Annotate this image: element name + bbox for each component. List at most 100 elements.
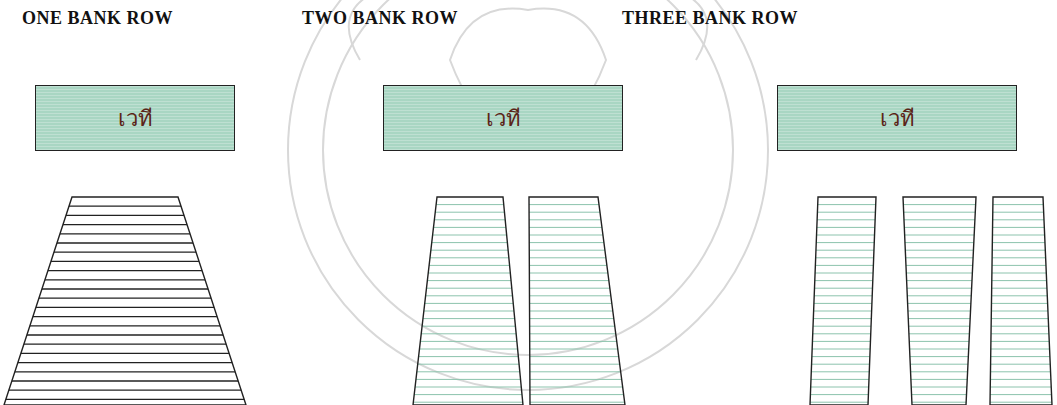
seat-row [529, 280, 608, 281]
seat-row [813, 318, 871, 319]
stage-box: เวที [35, 85, 235, 151]
seat-row [991, 356, 1050, 357]
seating-outline [413, 197, 523, 405]
seat-row [906, 257, 973, 258]
seat-row [990, 379, 1051, 380]
seat-row [814, 288, 872, 289]
seat-row [991, 311, 1048, 312]
seat-row [992, 265, 1046, 266]
seat-row [426, 295, 513, 296]
seat-row [904, 227, 974, 228]
seat-row [529, 295, 610, 296]
seat-row [910, 364, 968, 365]
seat-row [529, 242, 604, 243]
seat-row [813, 326, 871, 327]
seat-row [904, 219, 975, 220]
seat-row [529, 257, 606, 258]
seat-row [6, 399, 244, 400]
seat-row [816, 257, 874, 258]
seat-row [905, 250, 973, 251]
seat-row [910, 356, 968, 357]
seat-row [811, 387, 869, 388]
seat-row [907, 295, 971, 296]
seat-row [990, 387, 1051, 388]
seat-row [815, 265, 873, 266]
seat-row [12, 380, 238, 381]
seat-row [992, 235, 1044, 236]
seat-row [66, 215, 184, 216]
seat-row [529, 212, 600, 213]
seat-row [907, 280, 972, 281]
seat-row [811, 379, 869, 380]
stage-label: เวที [486, 101, 521, 136]
column-heading: TWO BANK ROW [302, 8, 458, 29]
seat-row [530, 303, 612, 304]
seat-row [54, 252, 196, 253]
seat-row [530, 394, 624, 395]
seat-row [422, 326, 515, 327]
seat-row [816, 250, 874, 251]
seat-row [431, 250, 508, 251]
seat-row [57, 242, 193, 243]
seat-row [993, 227, 1045, 228]
seat-row [419, 356, 519, 357]
seat-row [27, 334, 223, 335]
seat-row [24, 344, 226, 345]
seat-row [991, 349, 1050, 350]
seat-row [912, 402, 966, 403]
seat-row [426, 288, 511, 289]
seat-row [811, 371, 869, 372]
seat-row [530, 349, 618, 350]
seat-row [814, 295, 872, 296]
seat-row [414, 394, 522, 395]
seat-row [51, 261, 199, 262]
seat-row [420, 341, 517, 342]
seat-row [818, 204, 876, 205]
stage-label: เวที [880, 101, 915, 136]
seat-row [993, 219, 1044, 220]
seat-row [9, 390, 241, 391]
seat-row [992, 250, 1045, 251]
seating-bank [413, 197, 523, 405]
seat-row [910, 349, 969, 350]
seat-row [530, 387, 623, 388]
seat-row [530, 356, 619, 357]
seating-outline [4, 197, 246, 405]
seat-row [530, 326, 615, 327]
seat-row [529, 250, 605, 251]
seat-row [429, 265, 509, 266]
seat-row [992, 273, 1046, 274]
seat-row [911, 371, 968, 372]
seat-row [810, 402, 868, 403]
seat-row [413, 402, 522, 403]
seat-row [991, 326, 1048, 327]
seat-row [903, 204, 975, 205]
seal-ring [323, 0, 733, 355]
seat-row [416, 379, 521, 380]
seat-row [425, 303, 514, 304]
seat-row [529, 273, 608, 274]
seat-row [69, 206, 181, 207]
seating-bank [903, 197, 976, 405]
seat-row [430, 257, 509, 258]
seat-row [905, 242, 974, 243]
seat-row [530, 341, 617, 342]
seating-outline [990, 197, 1052, 405]
seat-row [415, 387, 521, 388]
seat-row [911, 387, 967, 388]
column-heading: ONE BANK ROW [22, 8, 173, 29]
seat-row [529, 288, 609, 289]
seat-row [417, 371, 520, 372]
seat-row [432, 242, 508, 243]
seat-row [60, 233, 190, 234]
seat-row [817, 219, 875, 220]
seat-row [529, 227, 602, 228]
seat-row [45, 279, 205, 280]
seating-bank [529, 197, 625, 405]
seat-row [990, 394, 1051, 395]
seat-row [435, 212, 504, 213]
seat-row [530, 402, 625, 403]
seat-row [42, 288, 208, 289]
seat-row [530, 364, 620, 365]
seat-row [418, 364, 519, 365]
